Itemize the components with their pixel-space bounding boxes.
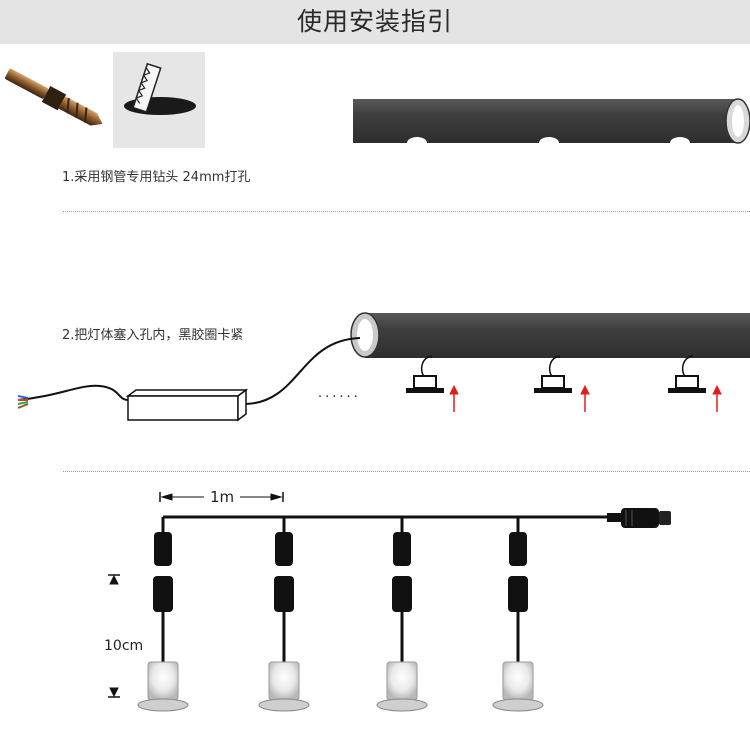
deck-light-icon bbox=[406, 355, 444, 393]
deck-light-icon bbox=[668, 355, 706, 393]
continuation-dots: ...... bbox=[318, 386, 361, 401]
dimension-1m bbox=[159, 492, 284, 502]
insert-arrow-icon bbox=[449, 384, 722, 412]
waterproof-connector-icon bbox=[607, 508, 671, 528]
deck-light-icon bbox=[492, 661, 544, 712]
hole-saw-icon bbox=[124, 62, 196, 115]
step-1-text: 1.采用钢管专用钻头 24mm打孔 bbox=[62, 170, 251, 185]
length-label: 10cm bbox=[104, 638, 144, 654]
light-branch bbox=[274, 517, 294, 662]
dotted-divider bbox=[63, 211, 750, 212]
deck-light-icon bbox=[137, 661, 189, 712]
steel-tube-icon bbox=[353, 98, 750, 149]
deck-light-icon bbox=[258, 661, 310, 712]
light-branch bbox=[392, 517, 412, 662]
drill-bit-icon bbox=[5, 68, 103, 126]
dimension-10cm bbox=[108, 574, 120, 698]
steel-tube-icon bbox=[245, 312, 750, 405]
power-driver-icon bbox=[17, 384, 249, 422]
step-2-text: 2.把灯体塞入孔内，黑胶圈卡紧 bbox=[62, 328, 244, 343]
spacing-label: 1m bbox=[210, 488, 235, 506]
dotted-divider bbox=[63, 471, 750, 472]
light-branch bbox=[153, 517, 173, 662]
deck-light-icon bbox=[534, 355, 572, 393]
deck-light-icon bbox=[376, 661, 428, 712]
light-branch bbox=[508, 517, 528, 662]
page-title: 使用安装指引 bbox=[0, 0, 750, 44]
